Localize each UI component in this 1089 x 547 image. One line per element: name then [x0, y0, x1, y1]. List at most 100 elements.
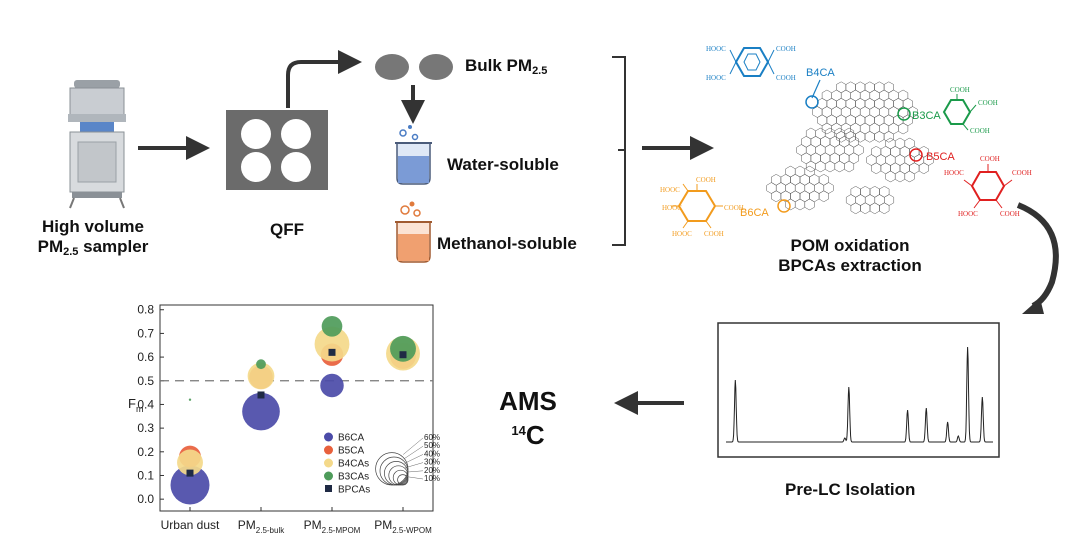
hex-ring — [804, 198, 815, 211]
x-tick-label-main: PM — [374, 518, 392, 532]
bulk-ellipse-1 — [375, 54, 409, 80]
size-legend-label: 20% — [424, 466, 440, 475]
size-legend-circle — [397, 474, 409, 486]
y-tick-label: 0.0 — [137, 492, 154, 506]
size-legend-leader — [403, 445, 424, 460]
chart-y-ticks: 0.00.10.20.30.40.50.60.70.8 — [137, 303, 404, 511]
bulk-label-pm: Bulk PM — [465, 56, 533, 75]
point-b4cas — [314, 326, 350, 362]
size-legend-leader — [405, 470, 424, 473]
hex-ring — [918, 162, 929, 175]
arrow-pom-to-lc — [1016, 202, 1059, 309]
sampler-label-line2: PM2.5 sampler — [28, 237, 158, 262]
legend-marker — [324, 432, 333, 442]
x-tick-label-main: Urban dust — [161, 518, 220, 532]
arrow-qff-to-bulk — [286, 50, 362, 108]
ams-label-sup: 14 — [511, 423, 526, 438]
hex-ring — [818, 190, 829, 203]
x-tick-label: PM2.5-bulk — [238, 518, 285, 535]
y-tick-label: 0.4 — [137, 397, 154, 411]
chart-plot-frame — [159, 304, 434, 512]
x-tick-label-sub: 2.5-MPOM — [322, 526, 361, 535]
b6ca-label: B6CA — [740, 207, 769, 219]
b6ca-cooh-2: COOH — [724, 204, 744, 212]
chromatogram-trace — [726, 346, 993, 443]
chart-ylabel-main: F — [128, 396, 136, 411]
b4ca-label: B4CA — [806, 67, 835, 79]
x-tick-label-main: PM — [304, 518, 322, 532]
point-b6ca — [242, 392, 280, 431]
pre-lc-label: Pre-LC Isolation — [785, 480, 916, 499]
size-legend-leader — [402, 437, 424, 455]
hex-ring — [898, 122, 909, 135]
point-b6ca — [320, 373, 344, 398]
size-legend-label: 10% — [424, 474, 440, 483]
hex-ring — [844, 160, 855, 173]
bulk-label: Bulk PM2.5 — [465, 56, 547, 81]
b4ca-cooh-1: COOH — [776, 45, 796, 53]
legend-label: B4CAs — [338, 459, 369, 470]
point-b6ca — [170, 465, 210, 505]
b4ca-cooh-2: COOH — [776, 74, 796, 82]
y-tick-label: 0.7 — [137, 326, 154, 340]
legend-marker — [324, 471, 333, 481]
b4ca-hooc-1: HOOC — [706, 45, 726, 53]
hex-ring — [904, 170, 915, 183]
sampler-label-pm: PM — [37, 237, 64, 256]
y-tick-label: 0.8 — [137, 303, 154, 317]
bulk-label-sub: 2.5 — [532, 65, 548, 77]
size-legend-leader — [406, 476, 424, 480]
b6ca-structure — [671, 183, 723, 229]
legend-marker — [324, 458, 333, 468]
x-tick-label-main: PM — [238, 518, 256, 532]
b5ca-cooh-3: COOH — [1000, 210, 1020, 218]
point-bpcas — [257, 391, 265, 399]
x-tick-label-sub: 2.5-bulk — [256, 526, 285, 535]
size-legend-label: 30% — [424, 458, 440, 467]
ams-label: AMS 14C — [488, 386, 568, 450]
sampler-label-sub: 2.5 — [63, 246, 79, 258]
size-legend-circle — [392, 469, 409, 486]
point-b4cas — [247, 362, 275, 390]
y-tick-label: 0.1 — [137, 468, 154, 482]
pom-label-line1: POM oxidation — [790, 236, 910, 255]
pom-label-line2: BPCAs extraction — [778, 256, 922, 275]
b3ca-structure — [942, 94, 977, 131]
point-bpcas — [399, 351, 407, 359]
y-tick-label: 0.5 — [137, 374, 154, 388]
size-legend-label: 50% — [424, 441, 440, 450]
b3ca-cooh-3: COOH — [970, 127, 990, 135]
legend-label: B5CA — [338, 446, 364, 457]
x-tick-label: PM2.5-WPOM — [374, 518, 432, 535]
ams-label-line2: 14C — [488, 416, 568, 450]
legend-label: B6CA — [338, 433, 364, 444]
methanol-soluble-label: Methanol-soluble — [437, 234, 577, 253]
b6ca-cooh-3: COOH — [704, 230, 724, 238]
point-b3cas — [390, 335, 416, 362]
pom-label: POM oxidation BPCAs extraction — [760, 236, 940, 276]
y-tick-label: 0.3 — [137, 421, 154, 435]
b5ca-cooh-2: COOH — [1012, 169, 1032, 177]
b5ca-hooc-1: HOOC — [944, 169, 964, 177]
chart-ylabel: Fm — [128, 396, 143, 414]
qff-label: QFF — [270, 220, 304, 239]
b5ca-structure — [963, 164, 1013, 209]
chart-size-legend: 60%50%40%30%20%10% — [375, 433, 440, 486]
size-legend-leader — [405, 462, 424, 469]
point-b4cas — [177, 449, 203, 476]
size-legend-leader — [404, 454, 424, 464]
point-b3cas — [256, 359, 266, 370]
b4ca-hooc-2: HOOC — [706, 74, 726, 82]
y-tick-label: 0.2 — [137, 445, 154, 459]
sampler-label-line1: High volume — [41, 217, 144, 236]
point-b3cas — [188, 398, 192, 401]
sampler-label-post: sampler — [78, 237, 149, 256]
size-legend-circle — [384, 461, 409, 486]
water-beaker-icon — [395, 125, 432, 185]
